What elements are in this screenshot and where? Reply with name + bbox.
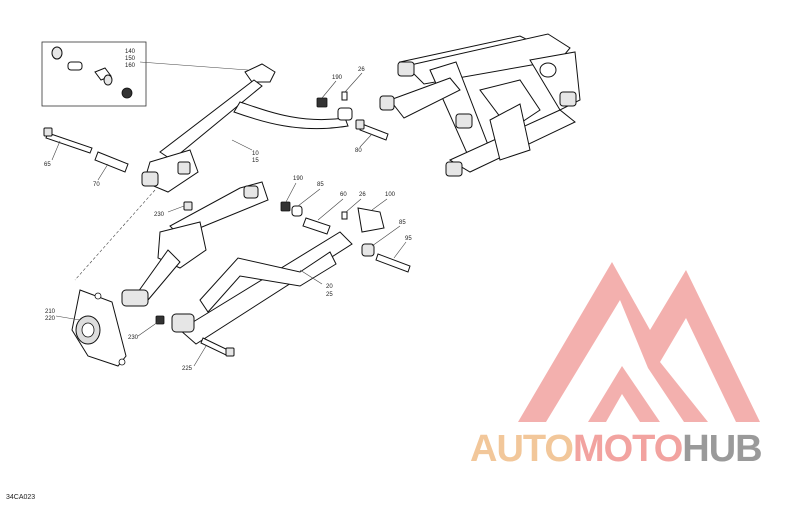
callout-20: 20 — [326, 284, 333, 290]
watermark-auto: AUTO — [470, 428, 574, 470]
callout-80-upper: 80 — [355, 148, 362, 154]
callout-15: 15 — [252, 158, 259, 164]
upper-fasteners — [316, 91, 389, 141]
callout-220: 220 — [45, 316, 56, 322]
frame-assembly — [379, 33, 581, 177]
callout-26-lower: 26 — [359, 192, 366, 198]
callout-70: 70 — [93, 182, 100, 188]
callout-85-lower-a: 85 — [317, 182, 324, 188]
callout-25: 25 — [326, 292, 333, 298]
lower-fasteners — [155, 201, 411, 325]
callout-labels: 140 150 160 190 26 10 15 80 65 70 230 19… — [44, 49, 412, 372]
watermark-moto: MOTO — [572, 428, 683, 470]
callout-10: 10 — [252, 151, 259, 157]
callout-230-lower: 230 — [128, 335, 139, 341]
upper-a-arm — [74, 63, 353, 281]
lower-a-arm — [121, 181, 353, 345]
watermark-text: AUTOMOTOHUB — [470, 428, 763, 471]
bolt-225 — [200, 337, 235, 357]
callout-230-upper: 230 — [154, 212, 165, 218]
bushing-kit-inset — [41, 41, 249, 107]
callout-26-upper: 26 — [358, 67, 365, 73]
leader-lines — [51, 72, 407, 367]
diagram-code: 34CA023 — [6, 494, 36, 501]
callout-225: 225 — [182, 366, 193, 372]
callout-65: 65 — [44, 162, 51, 168]
callout-190-lower: 190 — [293, 176, 304, 182]
callout-190-upper: 190 — [332, 75, 343, 81]
callout-140: 140 — [125, 49, 136, 55]
callout-210: 210 — [45, 309, 56, 315]
callout-95: 95 — [405, 236, 412, 242]
callout-85-lower-b: 85 — [399, 220, 406, 226]
watermark-hub: HUB — [682, 428, 762, 470]
knuckle — [71, 289, 127, 367]
callout-60: 60 — [340, 192, 347, 198]
bolt-and-spacer — [43, 127, 129, 173]
callout-150: 150 — [125, 56, 136, 62]
callout-100: 100 — [385, 192, 396, 198]
callout-160: 160 — [125, 63, 136, 69]
watermark-logo — [518, 262, 760, 422]
